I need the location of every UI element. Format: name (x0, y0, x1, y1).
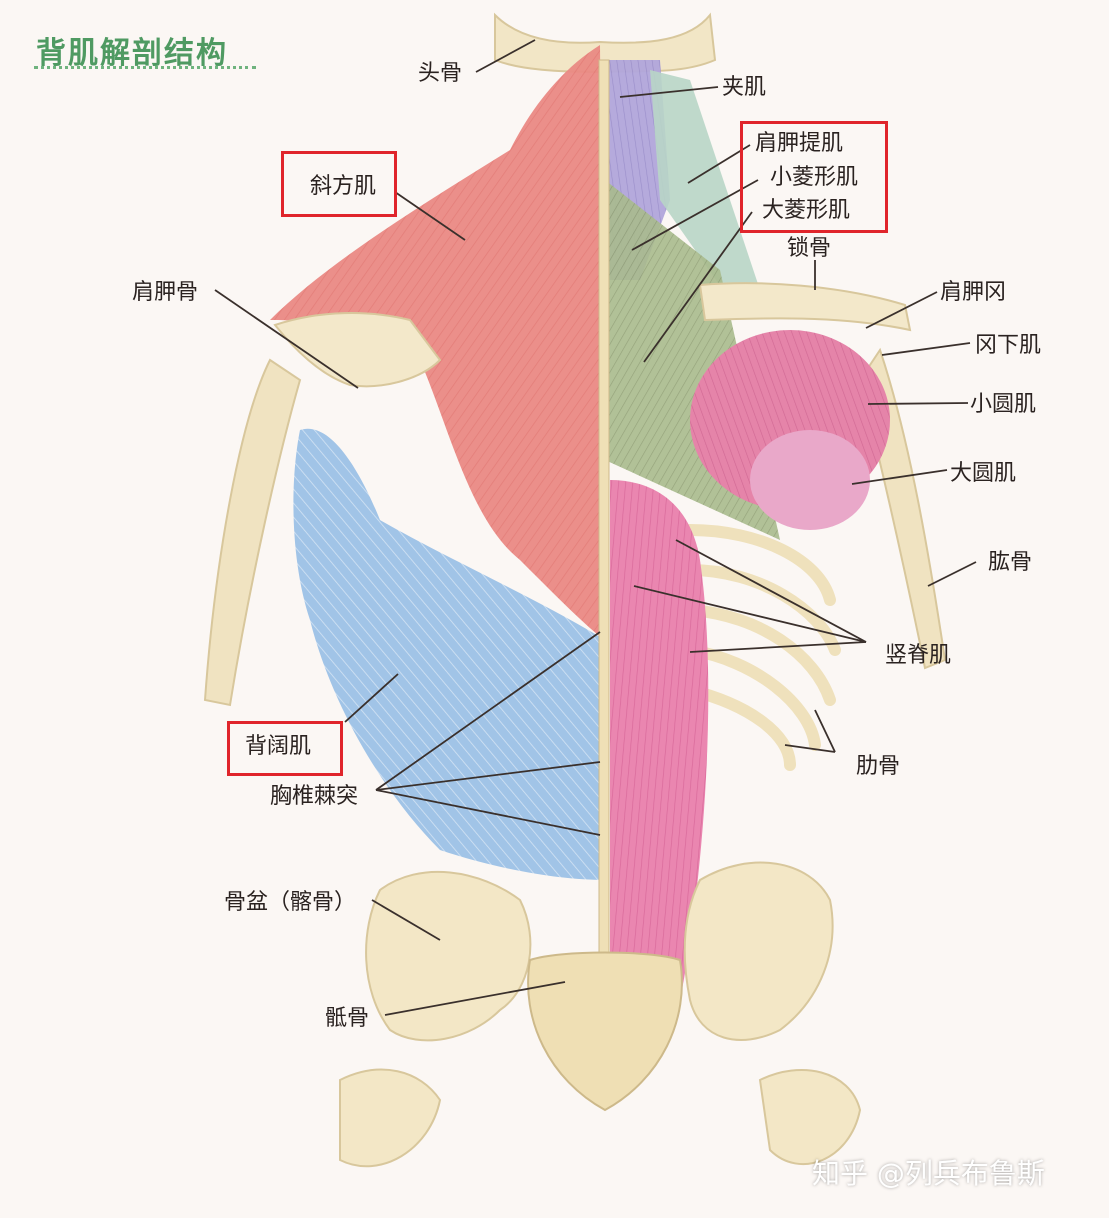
label-head-bone: 头骨 (418, 61, 463, 86)
watermark: 知乎 @列兵布鲁斯 (812, 1157, 1045, 1190)
label-rhomboid-minor: 小菱形肌 (770, 165, 859, 190)
erector-spinae-muscle (610, 480, 709, 1090)
label-teres-minor: 小圆肌 (970, 392, 1037, 417)
left-humerus (203, 358, 302, 707)
sacrum (527, 951, 683, 1112)
highlight-box-trapezius (281, 151, 397, 217)
label-latissimus-dorsi: 背阔肌 (245, 734, 312, 759)
label-humerus: 肱骨 (988, 550, 1033, 575)
levator-scapulae-muscle (650, 70, 760, 300)
highlight-box-latissimus (227, 721, 343, 776)
label-splenius: 夹肌 (722, 75, 767, 100)
thoracic-spinous-processes (598, 59, 610, 1101)
left-pelvis (365, 870, 532, 1042)
label-clavicle: 锁骨 (787, 236, 832, 261)
label-thoracic-spinous: 胸椎棘突 (270, 784, 359, 809)
hip-joints (339, 1068, 862, 1168)
label-infraspinatus: 冈下肌 (975, 333, 1042, 358)
label-rhomboid-major: 大菱形肌 (762, 198, 851, 223)
title-underline (34, 66, 256, 69)
label-teres-major: 大圆肌 (950, 461, 1017, 486)
label-pelvis: 骨盆（髂骨） (224, 890, 357, 915)
clavicle (698, 282, 912, 332)
page-title: 背肌解剖结构 (36, 36, 228, 71)
label-ribs: 肋骨 (856, 754, 901, 779)
right-pelvis (683, 861, 834, 1041)
label-scapula: 肩胛骨 (132, 280, 199, 305)
label-levator-scapulae: 肩胛提肌 (755, 131, 844, 156)
label-sacrum: 骶骨 (325, 1006, 370, 1031)
leader-lines (214, 39, 977, 1016)
ribs (684, 524, 841, 771)
label-erector-spinae: 竖脊肌 (885, 643, 952, 668)
left-scapula (273, 312, 442, 388)
label-acromion: 肩胛冈 (940, 280, 1007, 305)
trapezius-muscle (270, 45, 605, 640)
teres-muscles (750, 430, 870, 530)
highlight-box-rhomboid-group (740, 121, 888, 233)
latissimus-dorsi-muscle (293, 428, 605, 880)
skull-bone (494, 12, 717, 74)
label-trapezius: 斜方肌 (310, 174, 377, 199)
